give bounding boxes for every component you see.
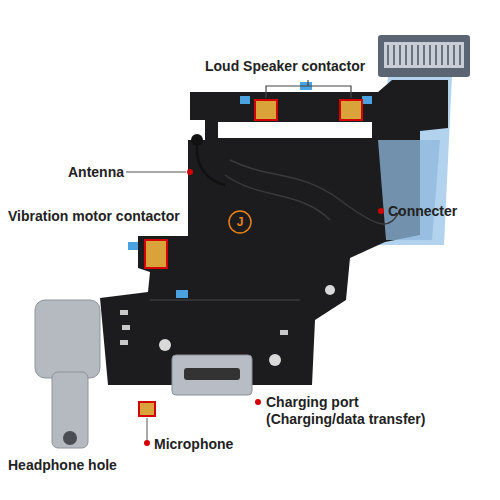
antenna-wire: [197, 146, 225, 185]
part-label: Microphone: [154, 436, 233, 453]
vibration-contactor: [145, 240, 167, 268]
components: [280, 330, 288, 335]
flex-board: [378, 140, 440, 240]
part-label: Loud Speaker contactor: [205, 58, 365, 75]
watermark-ring: [229, 211, 251, 233]
part-label: Antenna: [68, 164, 124, 181]
charging-leader: [255, 399, 261, 405]
headphone-jack: [63, 431, 77, 445]
microphone: [147, 418, 148, 440]
speaker-contactors: [340, 100, 362, 120]
headphone-jack: [35, 300, 100, 448]
microphone: [139, 402, 155, 416]
speaker-contactors: [255, 100, 362, 120]
charging-port: [184, 368, 240, 380]
charging-leader: [255, 399, 261, 405]
antenna-leader: [126, 169, 193, 175]
microphone: [144, 440, 150, 446]
speaker-bracket: [266, 80, 351, 98]
blue-tabs: [128, 82, 372, 298]
blue-tabs: [128, 242, 138, 250]
charging-port: [172, 355, 252, 395]
antenna-wire: [191, 134, 203, 146]
flex-board: [218, 122, 372, 138]
part-label: Connecter: [388, 203, 457, 220]
components: [325, 285, 335, 295]
antenna-leader: [187, 169, 193, 175]
board-traces: [230, 160, 400, 224]
connecter-leader: [378, 208, 384, 214]
board-traces: [225, 175, 330, 220]
board-connector: [378, 35, 470, 77]
headphone-jack: [35, 300, 100, 378]
headphone-jack: [52, 372, 88, 448]
part-label: Vibration motor contactor: [8, 208, 180, 225]
part-label: Charging port (Charging/data transfer): [266, 394, 436, 428]
charging-port: [172, 355, 252, 395]
components: [120, 340, 128, 345]
speaker-bracket: [266, 80, 351, 98]
blue-tabs: [176, 290, 188, 298]
microphone: [139, 402, 155, 446]
antenna-wire: [191, 134, 225, 185]
components: [120, 285, 335, 366]
antenna-leader: [126, 172, 186, 173]
speaker-contactors: [255, 100, 277, 120]
components: [122, 325, 130, 330]
blue-tabs: [240, 96, 250, 104]
flex-board: [100, 80, 448, 385]
components: [269, 354, 281, 366]
components: [159, 339, 171, 351]
board-connector: [388, 45, 460, 65]
connecter-leader: [378, 208, 384, 214]
board-connector: [378, 35, 470, 77]
part-label: Headphone hole: [8, 457, 117, 474]
vibration-contactor: [145, 240, 167, 268]
watermark-ring: [229, 211, 251, 233]
board-traces: [150, 299, 300, 301]
watermark: J: [237, 215, 244, 229]
blue-tabs: [362, 96, 372, 104]
board-connector: [384, 42, 464, 68]
components: [120, 310, 128, 315]
flex-board: [100, 80, 448, 385]
board-traces: [150, 160, 400, 300]
